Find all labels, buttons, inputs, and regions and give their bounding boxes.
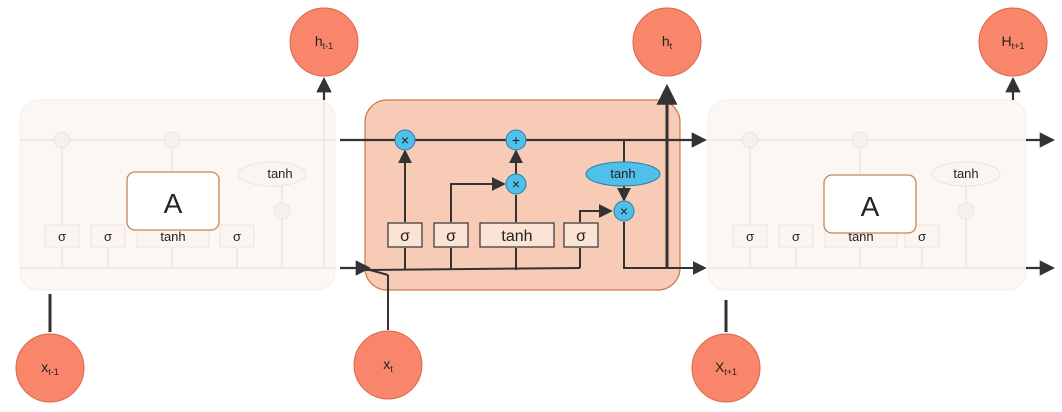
h-cur-sub: t — [670, 41, 673, 51]
svg-text:xt: xt — [383, 356, 393, 374]
prev-faded-gate-1: σ — [104, 229, 112, 244]
prev-cell-box — [126, 171, 220, 231]
input-multiply-node — [505, 173, 527, 195]
svg-text:ht-1: ht-1 — [315, 33, 333, 51]
next-faded-gate-3: σ — [918, 229, 926, 244]
output-gate-box — [563, 222, 599, 248]
input-gate-box — [433, 222, 469, 248]
next-cell-box — [823, 174, 917, 234]
next-faded-gate-0: σ — [746, 229, 754, 244]
forget-multiply-node — [394, 129, 416, 151]
add-node — [505, 129, 527, 151]
forget-multiply-symbol: × — [401, 132, 409, 148]
output-gate-label: σ — [576, 228, 586, 245]
forget-gate-label: σ — [400, 228, 410, 245]
forget-gate-box — [387, 222, 423, 248]
prev-cell-label: A — [164, 188, 183, 219]
next-cell: σ σ tanh σ tanh A — [707, 99, 1027, 332]
next-faded-gate-4: tanh — [953, 166, 978, 181]
next-cell-label: A — [861, 191, 880, 222]
main-cell-body — [364, 99, 681, 291]
svg-text:ht: ht — [662, 33, 673, 51]
prev-faded-gate-2: tanh — [160, 229, 185, 244]
candidate-gate-box — [479, 222, 555, 248]
main-cell: σ σ tanh σ tanh × + × × — [340, 83, 708, 330]
x-next-base: X — [715, 359, 725, 375]
h-prev-sub: t-1 — [323, 41, 334, 51]
x-next-node: Xt+1 — [691, 333, 761, 403]
tanh-op-label: tanh — [610, 166, 635, 181]
h-next-base: H — [1002, 33, 1012, 49]
h-cur-base: h — [662, 33, 670, 49]
h-prev-base: h — [315, 33, 323, 49]
prev-faded-gate-4: tanh — [267, 166, 292, 181]
x-cur-base: x — [383, 356, 390, 372]
x-prev-sub: t-1 — [48, 367, 59, 377]
svg-text:xt-1: xt-1 — [41, 359, 59, 377]
x-cur-node: xt — [353, 330, 423, 400]
input-multiply-symbol: × — [512, 176, 520, 192]
h-next-node: Ht+1 — [978, 7, 1048, 77]
next-faded-gate-1: σ — [792, 229, 800, 244]
prev-faded-gate-0: σ — [58, 229, 66, 244]
tanh-op-node — [585, 161, 661, 187]
x-cur-sub: t — [390, 364, 393, 374]
svg-text:Ht+1: Ht+1 — [1002, 33, 1025, 51]
x-prev-base: x — [41, 359, 48, 375]
svg-text:Xt+1: Xt+1 — [715, 359, 737, 377]
add-symbol: + — [512, 132, 520, 148]
h-prev-node: ht-1 — [289, 7, 359, 77]
x-next-sub: t+1 — [724, 367, 737, 377]
input-gate-label: σ — [446, 228, 456, 245]
output-multiply-node — [613, 200, 635, 222]
prev-cell: σ σ tanh σ tanh A — [19, 99, 336, 332]
h-cur-node: ht — [632, 7, 702, 77]
x-prev-node: xt-1 — [15, 333, 85, 403]
candidate-gate-label: tanh — [501, 228, 532, 245]
h-next-sub: t+1 — [1012, 41, 1025, 51]
output-multiply-symbol: × — [620, 203, 628, 219]
prev-faded-gate-3: σ — [233, 229, 241, 244]
